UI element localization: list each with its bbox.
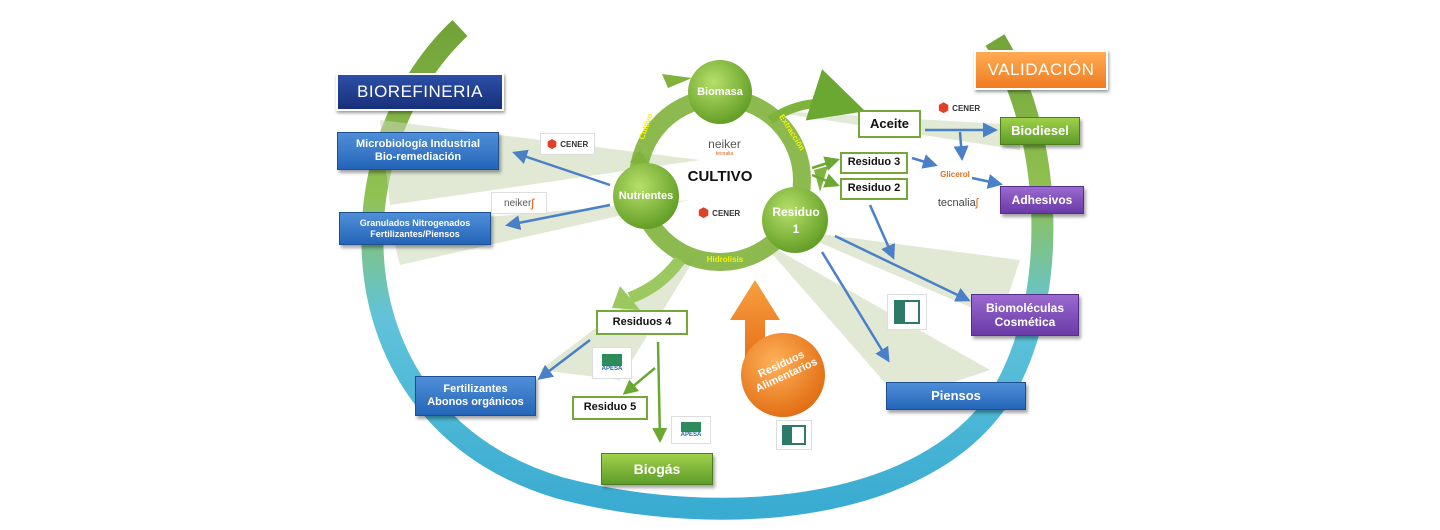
- glicerol-label: Glicerol: [940, 170, 970, 179]
- logo-apesa-1: APESA: [592, 347, 632, 379]
- input-arrow: [730, 280, 780, 360]
- granulados-line2: Fertilizantes/Piensos: [370, 228, 460, 239]
- biomoleculas-line1: Biomoléculas: [985, 300, 1065, 315]
- logo-apesa-2: APESA: [671, 416, 711, 444]
- residuos4-label: Residuos 4: [612, 315, 672, 328]
- azti-mark-icon: [894, 300, 920, 324]
- box-biogas: Biogás: [601, 453, 713, 485]
- cener-hex-icon: ⬢: [697, 205, 710, 220]
- box-biomoleculas: Biomoléculas Cosmética: [971, 294, 1079, 336]
- logo-cener-right: ⬢ CENER: [930, 98, 988, 118]
- logo-neiker-center: neiker tecnalia: [697, 136, 752, 158]
- biomasa-label: Biomasa: [697, 86, 743, 98]
- tecnalia-swoosh-icon: ʃ: [975, 197, 979, 209]
- logo-neiker-center-sub: tecnalia: [715, 151, 734, 157]
- biodiesel-label: Biodiesel: [1011, 123, 1069, 139]
- box-aceite: Aceite: [858, 110, 921, 138]
- biogas-label: Biogás: [633, 460, 681, 477]
- box-residuo5: Residuo 5: [572, 396, 648, 420]
- apesa-mark-icon: [681, 422, 701, 432]
- arrow-hidrolisis: [627, 256, 685, 304]
- logo-apesa-1-text: APESA: [601, 366, 623, 372]
- residuo1-label-b: 1: [792, 222, 800, 236]
- piensos-label: Piensos: [931, 388, 981, 404]
- residuo3-label: Residuo 3: [847, 156, 901, 169]
- biomoleculas-line2: Cosmética: [994, 315, 1056, 329]
- residuo5-label: Residuo 5: [583, 401, 637, 414]
- apesa-mark-icon: [602, 354, 622, 366]
- logo-azti-2: [776, 420, 812, 450]
- box-piensos: Piensos: [886, 382, 1026, 410]
- nutrientes-label: Nutrientes: [618, 190, 674, 202]
- logo-neiker-center-text: neiker: [708, 137, 741, 151]
- logo-neiker-left: neiker ʃ: [491, 192, 547, 214]
- microbiologia-line2: Bio-remediación: [374, 151, 462, 163]
- logo-cener-center: ⬢ CENER: [690, 203, 748, 223]
- box-residuo3: Residuo 3: [840, 152, 908, 174]
- cener-hex-icon: ⬢: [546, 137, 558, 151]
- box-residuos4: Residuos 4: [596, 310, 688, 335]
- logo-cener-left-text: CENER: [560, 139, 589, 149]
- logo-cener-center-text: CENER: [712, 208, 741, 218]
- cener-hex-icon: ⬢: [937, 100, 950, 115]
- logo-cener-right-text: CENER: [952, 103, 981, 113]
- box-microbiologia: Microbiología Industrial Bio-remediación: [337, 132, 499, 170]
- arrow-extraction: [767, 69, 866, 124]
- header-validacion: VALIDACIÓN: [974, 50, 1108, 90]
- hidrolisis-label: Hidrolisis: [706, 255, 744, 264]
- fertilizantes-line1: Fertilizantes: [443, 382, 508, 395]
- logo-cener-left: ⬢ CENER: [540, 133, 595, 155]
- node-residuos-alimentarios: [741, 333, 825, 417]
- microbiologia-line1: Microbiología Industrial: [355, 137, 481, 150]
- neiker-swoosh-icon: ʃ: [531, 196, 534, 210]
- header-biorefineria-label: BIOREFINERIA: [357, 82, 483, 101]
- logo-azti-1: [887, 294, 927, 330]
- box-residuo2: Residuo 2: [840, 178, 908, 200]
- aceite-label: Aceite: [869, 116, 910, 132]
- residuo2-label: Residuo 2: [847, 182, 901, 195]
- cycle-arrow-top: [662, 74, 692, 88]
- node-nutrientes: [613, 163, 679, 229]
- logo-neiker-left-text: neiker: [504, 197, 532, 209]
- fertilizantes-line2: Abonos orgánicos: [427, 396, 524, 408]
- header-validacion-label: VALIDACIÓN: [987, 60, 1095, 79]
- header-biorefineria: BIOREFINERIA: [336, 73, 504, 111]
- granulados-line1: Granulados Nitrogenados: [359, 217, 471, 228]
- azti-mark-icon: [782, 425, 806, 445]
- box-biodiesel: Biodiesel: [1000, 117, 1080, 145]
- logo-apesa-2-text: APESA: [680, 432, 702, 438]
- residuo1-label-a: Residuo: [772, 205, 820, 219]
- logo-tecnalia-text: tecnalia: [937, 197, 976, 209]
- logo-tecnalia: tecnalia ʃ: [927, 193, 989, 213]
- node-residuo1: [762, 187, 828, 253]
- center-title: CULTIVO: [687, 168, 753, 185]
- box-granulados: Granulados Nitrogenados Fertilizantes/Pi…: [339, 212, 491, 245]
- box-fertilizantes: Fertilizantes Abonos orgánicos: [415, 376, 536, 416]
- node-biomasa: [688, 60, 752, 124]
- box-adhesivos: Adhesivos: [1000, 186, 1084, 214]
- adhesivos-label: Adhesivos: [1011, 192, 1073, 207]
